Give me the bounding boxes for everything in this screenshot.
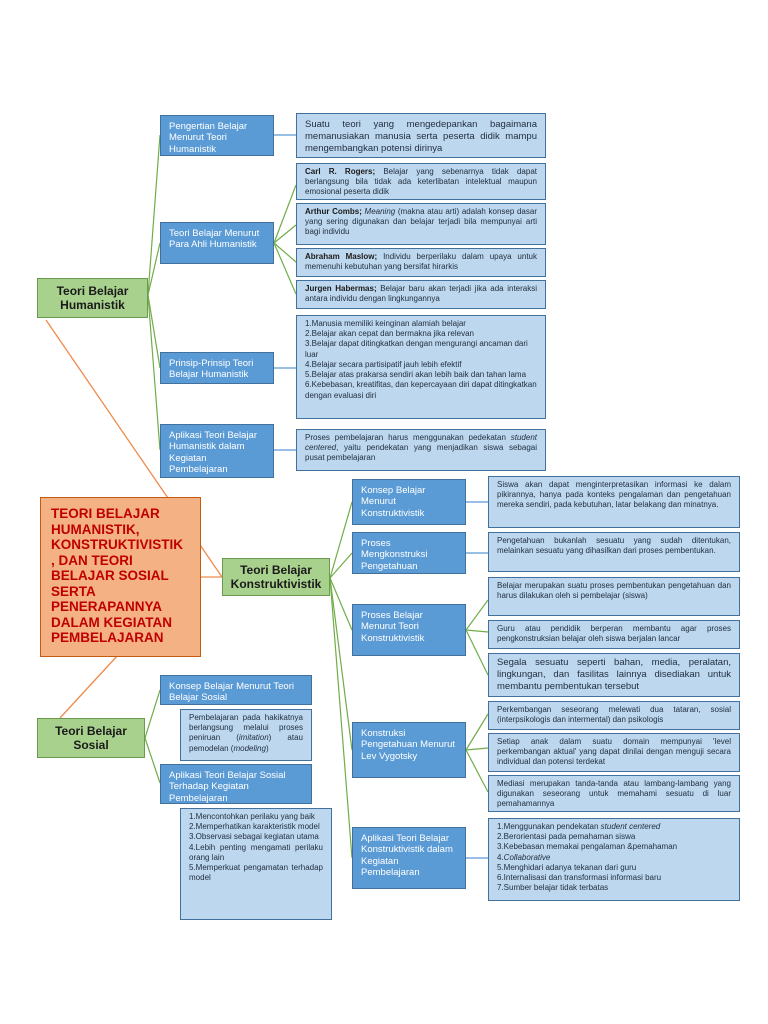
list-item: 5.Menghidari adanya tekanan dari guru	[497, 862, 637, 872]
node-label: Konstruksi Pengetahuan Menurut Lev Vygot…	[361, 728, 456, 762]
list-item: 1.Mencontohkan perilaku yang baik	[189, 812, 315, 821]
node-aplikasi-konstruktivistik: Aplikasi Teori Belajar Konstruktivistik …	[352, 827, 466, 889]
node-humanistik-label: Teori Belajar Humanistik	[56, 283, 129, 312]
item-pre: 4.	[497, 852, 504, 862]
list-item: 7.Sumber belajar tidak terbatas	[497, 883, 609, 893]
node-humanistik: Teori Belajar Humanistik	[37, 278, 148, 318]
ahli-name: Abraham Maslow;	[305, 252, 378, 261]
desc-emph-2: modeling	[233, 743, 266, 753]
main-title-box: TEORI BELAJAR HUMANISTIK, KONSTRUKTIVIST…	[40, 497, 201, 657]
list-item: 4.Lebih penting mengamati perilaku orang…	[189, 842, 323, 862]
ahli-name: Jurgen Habermas;	[305, 284, 377, 293]
node-konstruktivistik-label: Teori Belajar Konstruktivistik	[230, 562, 322, 591]
node-label: Prinsip-Prinsip Teori Belajar Humanistik	[169, 358, 254, 381]
node-sosial: Teori Belajar Sosial	[37, 718, 145, 758]
node-label: Konsep Belajar Menurut Konstruktivistik	[361, 485, 426, 519]
desc-vygotsky-2: Setiap anak dalam suatu domain mempunyai…	[488, 733, 740, 772]
desc-proses-belajar-2: Guru atau pendidik berperan membantu aga…	[488, 620, 740, 649]
desc-emph-1: imitation	[238, 733, 269, 743]
node-proses-belajar: Proses Belajar Menurut Teori Konstruktiv…	[352, 604, 466, 656]
list-item: 2.Memperhatikan karakteristik model	[189, 822, 320, 832]
desc-ahli-maslow: Abraham Maslow; Individu berperilaku dal…	[296, 248, 546, 277]
desc-proses-belajar-1: Belajar merupakan suatu proses pembentuk…	[488, 577, 740, 616]
desc-prinsip-humanistik: 1.Manusia memiliki keinginan alamiah bel…	[296, 315, 546, 419]
desc-ahli-habermas: Jurgen Habermas; Belajar baru akan terja…	[296, 280, 546, 309]
node-konsep-konstruktivistik: Konsep Belajar Menurut Konstruktivistik	[352, 479, 466, 525]
main-title: TEORI BELAJAR HUMANISTIK, KONSTRUKTIVIST…	[51, 506, 184, 646]
node-aplikasi-sosial: Aplikasi Teori Belajar Sosial Terhadap K…	[160, 764, 312, 804]
desc-vygotsky-3: Mediasi merupakan tanda-tanda atau lamba…	[488, 775, 740, 812]
desc-text: Mediasi merupakan tanda-tanda atau lamba…	[497, 779, 731, 809]
desc-ahli-rogers: Carl R. Rogers; Belajar yang sebenarnya …	[296, 163, 546, 200]
desc-pre: Proses pembelajaran harus menggunakan pe…	[305, 433, 511, 442]
desc-pre: Pembelajaran pada hakikatnya berlangsung…	[189, 713, 303, 743]
list-item: 4.Collaborative	[497, 853, 731, 863]
node-prinsip-humanistik: Prinsip-Prinsip Teori Belajar Humanistik	[160, 352, 274, 384]
node-label: Aplikasi Teori Belajar Sosial Terhadap K…	[169, 770, 286, 804]
desc-text: Belajar merupakan suatu proses pembentuk…	[497, 581, 731, 601]
desc-proses-belajar-3: Segala sesuatu seperti bahan, media, per…	[488, 653, 740, 697]
desc-text: Pengetahuan bukanlah sesuatu yang sudah …	[497, 536, 731, 556]
node-label: Aplikasi Teori Belajar Konstruktivistik …	[361, 833, 453, 879]
desc-text: Guru atau pendidik berperan membantu aga…	[497, 624, 731, 644]
list-item: 4.Belajar secara partisipatif jauh lebih…	[305, 359, 462, 369]
desc-text: Suatu teori yang mengedepankan bagaimana…	[305, 119, 537, 155]
desc-proses-mengkonstruksi: Pengetahuan bukanlah sesuatu yang sudah …	[488, 532, 740, 572]
list-item: 3.Observasi sebagai kegiatan utama	[189, 832, 319, 842]
list-item: 2.Belajar akan cepat dan bermakna jika r…	[305, 329, 474, 339]
desc-vygotsky-1: Perkembangan seseorang melewati dua tata…	[488, 701, 740, 730]
node-aplikasi-humanistik: Aplikasi Teori Belajar Humanistik dalam …	[160, 424, 274, 478]
desc-konsep-sosial: Pembelajaran pada hakikatnya berlangsung…	[180, 709, 312, 761]
list-item: 1.Menggunakan pendekatan student centere…	[497, 822, 731, 832]
ahli-text: Belajar baru akan terjadi jika ada inter…	[305, 284, 537, 304]
list-item: 6.Kebebasan, kreatifitas, dan kepercayaa…	[305, 380, 537, 400]
desc-text: Setiap anak dalam suatu domain mempunyai…	[497, 737, 731, 767]
desc-text: Segala sesuatu seperti bahan, media, per…	[497, 657, 731, 693]
ahli-name: Arthur Combs;	[305, 207, 362, 216]
desc-mid: ) atau pemodelan (	[189, 733, 303, 753]
node-label: Teori Belajar Menurut Para Ahli Humanist…	[169, 228, 260, 251]
ahli-text: (makna atau arti) adalah konsep dasar ya…	[305, 207, 537, 237]
item-emph: Collaborative	[503, 852, 551, 862]
node-konsep-sosial: Konsep Belajar Menurut Teori Belajar Sos…	[160, 675, 312, 705]
ahli-name: Carl R. Rogers;	[305, 167, 376, 176]
node-vygotsky: Konstruksi Pengetahuan Menurut Lev Vygot…	[352, 722, 466, 778]
desc-post: )	[265, 743, 269, 753]
desc-konsep-konstruktivistik: Siswa akan dapat menginterpretasikan inf…	[488, 476, 740, 528]
node-label: Konsep Belajar Menurut Teori Belajar Sos…	[169, 681, 294, 704]
node-konstruktivistik: Teori Belajar Konstruktivistik	[222, 558, 330, 596]
item-pre: 1.Menggunakan pendekatan	[497, 822, 601, 831]
node-label: Aplikasi Teori Belajar Humanistik dalam …	[169, 430, 258, 476]
desc-aplikasi-sosial: 1.Mencontohkan perilaku yang baik 2.Memp…	[180, 808, 332, 920]
item-emph: student centered	[600, 822, 661, 831]
desc-aplikasi-konstruktivistik: 1.Menggunakan pendekatan student centere…	[488, 818, 740, 901]
desc-emph: student centered	[305, 433, 537, 453]
node-sosial-label: Teori Belajar Sosial	[55, 723, 127, 752]
list-item: 3.Belajar dapat ditingkatkan dengan meng…	[305, 339, 528, 359]
node-label: Proses Mengkonstruksi Pengetahuan	[361, 538, 428, 572]
ahli-text: Belajar yang sebenarnya tidak dapat berl…	[305, 167, 537, 197]
list-item: 5.Memperkuat pengamatan terhadap model	[189, 863, 323, 883]
node-label: Pengertian Belajar Menurut Teori Humanis…	[169, 121, 248, 155]
list-item: 1.Manusia memiliki keinginan alamiah bel…	[305, 319, 466, 328]
ahli-emph: Meaning	[364, 207, 396, 216]
ahli-text: Individu berperilaku dalam upaya untuk m…	[305, 252, 538, 272]
desc-text: Perkembangan seseorang melewati dua tata…	[497, 705, 731, 725]
node-proses-mengkonstruksi: Proses Mengkonstruksi Pengetahuan	[352, 532, 466, 574]
list-item: 5.Belajar atas prakarsa sendiri akan leb…	[305, 370, 527, 380]
desc-pengertian-humanistik: Suatu teori yang mengedepankan bagaimana…	[296, 113, 546, 158]
desc-text: Siswa akan dapat menginterpretasikan inf…	[497, 480, 731, 510]
node-label: Proses Belajar Menurut Teori Konstruktiv…	[361, 610, 425, 644]
desc-aplikasi-humanistik: Proses pembelajaran harus menggunakan pe…	[296, 429, 546, 471]
node-para-ahli: Teori Belajar Menurut Para Ahli Humanist…	[160, 222, 274, 264]
list-item: 2.Berorientasi pada pemahaman siswa	[497, 832, 636, 842]
desc-post: , yaitu pendekatan yang menjadikan siswa…	[305, 443, 537, 463]
list-item: 6.Internalisasi dan transformasi informa…	[497, 873, 662, 883]
list-item: 3.Kebebasan memakai pengalaman &pemahama…	[497, 842, 678, 852]
desc-ahli-combs: Arthur Combs; Meaning (makna atau arti) …	[296, 203, 546, 245]
node-pengertian-humanistik: Pengertian Belajar Menurut Teori Humanis…	[160, 115, 274, 156]
